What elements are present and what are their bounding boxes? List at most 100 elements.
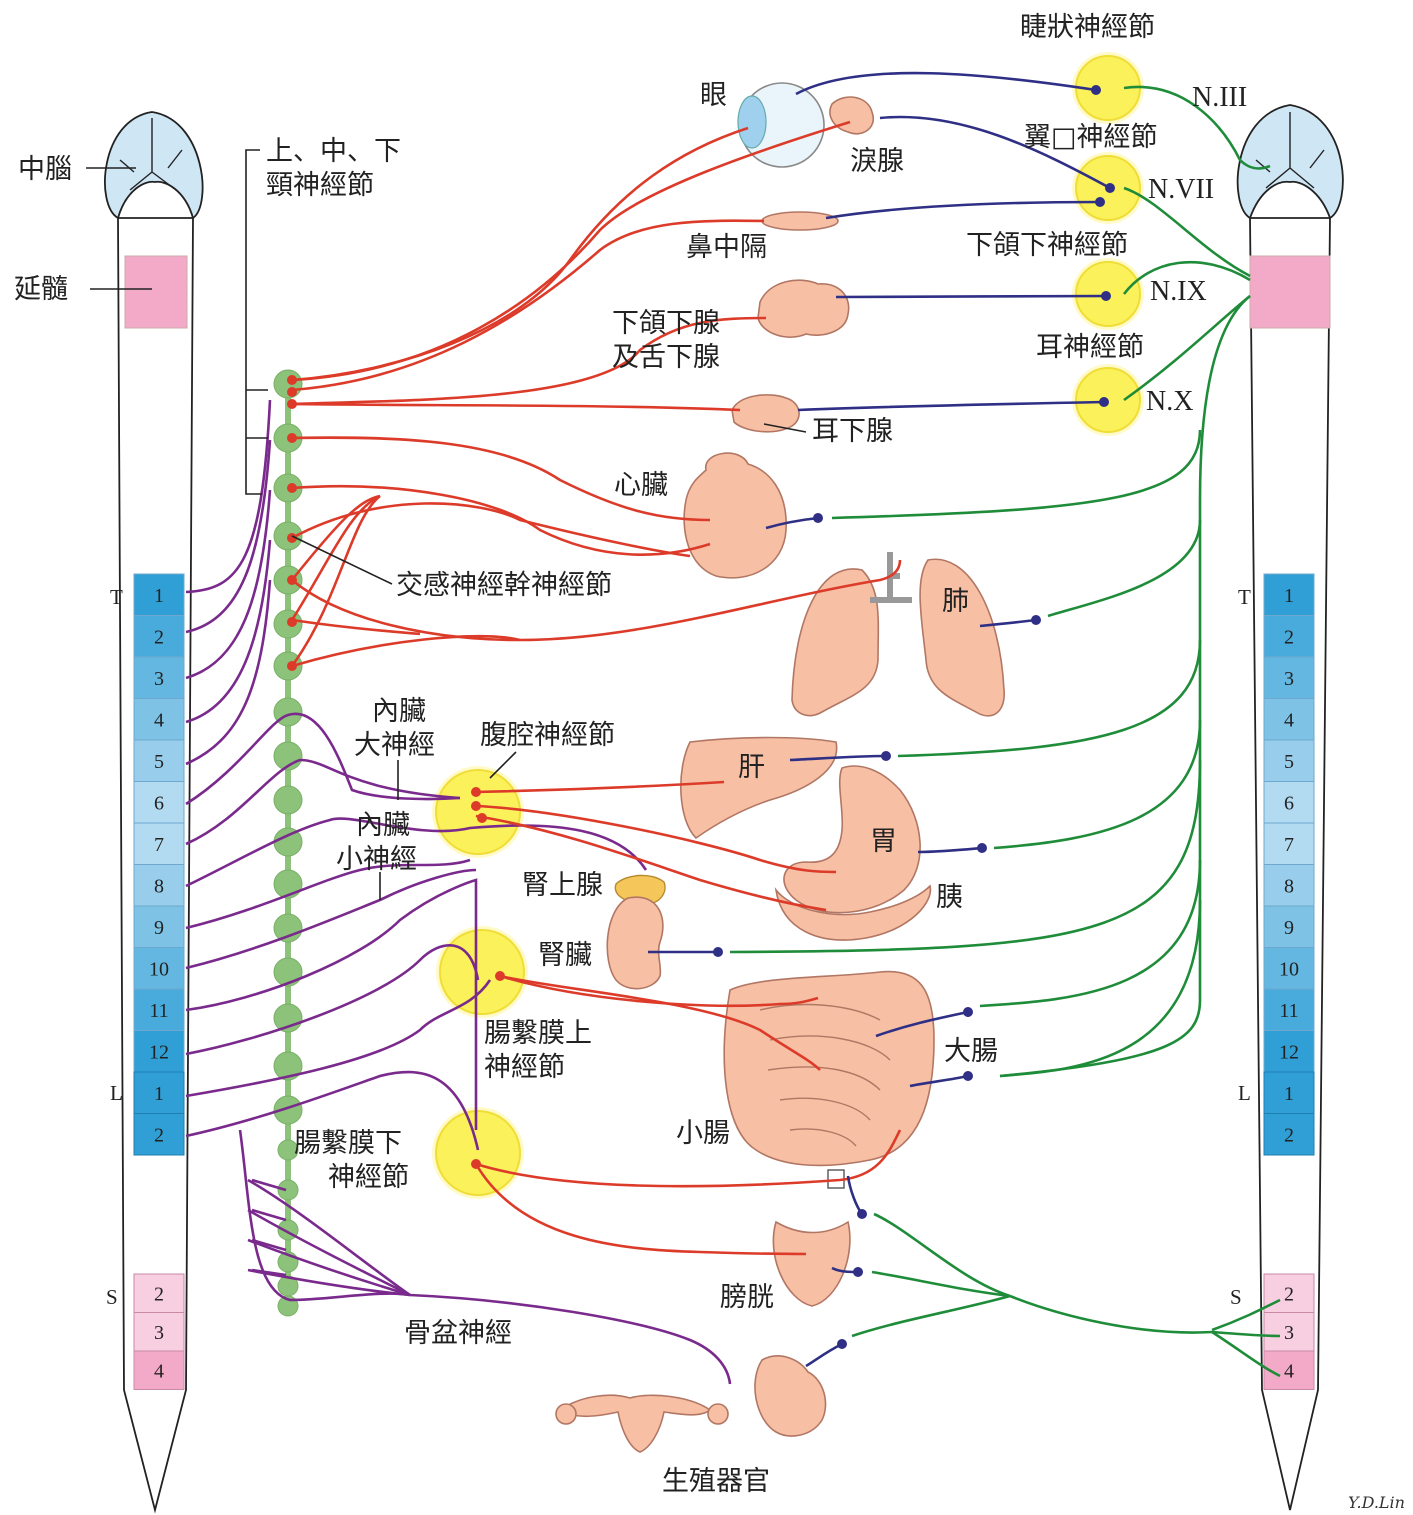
bladder-organ bbox=[773, 1222, 850, 1306]
superior-mesenteric-ganglion bbox=[440, 930, 524, 1014]
right-lumbar-segment-label-2: 2 bbox=[1284, 1124, 1294, 1146]
sympathetic-synapse-9 bbox=[287, 661, 297, 671]
left-sacral-segment-label-4: 4 bbox=[154, 1360, 164, 1382]
submandibular-gland-organ bbox=[758, 280, 849, 337]
right-thoracic-segment-label-1: 1 bbox=[1284, 585, 1294, 607]
right-thoracic-segment-label-8: 8 bbox=[1284, 875, 1294, 897]
heart-organ bbox=[684, 453, 786, 578]
parasympathetic-synapse-9 bbox=[977, 843, 987, 853]
label-cn10: N.X bbox=[1146, 386, 1193, 417]
left-thoracic-segment-label-5: 5 bbox=[154, 751, 164, 773]
right-thoracic-segment-label-3: 3 bbox=[1284, 668, 1294, 690]
left-thoracic-segment-label-3: 3 bbox=[154, 668, 164, 690]
right-thoracic-segment-label-11: 11 bbox=[1279, 1000, 1298, 1022]
sympathetic-chain-ganglion-19 bbox=[278, 1180, 298, 1200]
sympathetic-chain-ganglion-10 bbox=[274, 786, 302, 814]
sympathetic-chain-ganglion-13 bbox=[274, 914, 302, 942]
label-heart: 心臟 bbox=[614, 470, 668, 501]
lung-organ bbox=[792, 552, 1004, 716]
intestine-organ bbox=[724, 972, 934, 1188]
stomach-organ bbox=[784, 766, 920, 913]
label-bladder: 膀胱 bbox=[720, 1282, 774, 1313]
label-cervical-ganglia-2: 頸神經節 bbox=[266, 170, 374, 201]
label-cn3: N.III bbox=[1192, 82, 1247, 113]
left-thoracic-segment-label-4: 4 bbox=[154, 709, 164, 731]
right-sacral-segment-label-3: 3 bbox=[1284, 1322, 1294, 1344]
label-sympathetic-chain-ganglia: 交感神經幹神經節 bbox=[396, 570, 612, 601]
label-kidney: 腎臟 bbox=[538, 940, 592, 971]
label-pterygopalatine-ganglion: 翼□神經節 bbox=[1024, 122, 1158, 153]
right-sacral-segment-label-2: 2 bbox=[1284, 1283, 1294, 1305]
label-superior-mesenteric-2: 神經節 bbox=[484, 1052, 565, 1083]
parotid-gland-organ bbox=[732, 395, 799, 432]
label-right-S: S bbox=[1230, 1285, 1242, 1309]
label-cn9: N.IX bbox=[1150, 276, 1207, 307]
sympathetic-synapse-4 bbox=[287, 433, 297, 443]
sympathetic-synapse-11 bbox=[471, 801, 481, 811]
label-lung: 肺 bbox=[942, 586, 969, 617]
parasympathetic-synapse-3 bbox=[1095, 197, 1105, 207]
label-lesser-splanchnic-2: 小神經 bbox=[336, 844, 417, 875]
label-ciliary-ganglion: 睫狀神經節 bbox=[1020, 12, 1155, 43]
right-thoracic-segment-label-6: 6 bbox=[1284, 792, 1294, 814]
genitals-organ bbox=[556, 1356, 826, 1452]
label-lesser-splanchnic-1: 內臟 bbox=[356, 810, 410, 841]
label-inferior-mesenteric-2: 神經節 bbox=[328, 1162, 409, 1193]
label-submandibular-gland-1: 下頜下腺 bbox=[612, 308, 720, 339]
label-lacrimal-gland: 淚腺 bbox=[850, 146, 904, 177]
right-thoracic-segment-label-2: 2 bbox=[1284, 626, 1294, 648]
parasympathetic-synapse-4 bbox=[1101, 291, 1111, 301]
parasympathetic-synapse-2 bbox=[1105, 183, 1115, 193]
label-celiac-ganglion: 腹腔神經節 bbox=[480, 720, 615, 751]
left-thoracic-segments: 123456789101112 bbox=[134, 574, 184, 1072]
label-inferior-mesenteric-1: 腸繫膜下 bbox=[294, 1128, 402, 1159]
parasympathetic-synapse-6 bbox=[813, 513, 823, 523]
left-thoracic-segment-label-12: 12 bbox=[149, 1041, 169, 1063]
sympathetic-synapse-12 bbox=[477, 813, 487, 823]
right-thoracic-segment-label-7: 7 bbox=[1284, 834, 1294, 856]
label-greater-splanchnic-1: 內臟 bbox=[372, 696, 426, 727]
label-submandibular-gland-2: 及舌下腺 bbox=[612, 342, 720, 373]
left-thoracic-segment-label-11: 11 bbox=[149, 1000, 168, 1022]
label-small-intestine: 小腸 bbox=[676, 1118, 730, 1149]
label-pancreas: 胰 bbox=[936, 882, 963, 913]
right-thoracic-segment-label-10: 10 bbox=[1279, 958, 1299, 980]
left-sacral-segments: 234 bbox=[134, 1274, 184, 1390]
left-medulla bbox=[125, 256, 187, 328]
label-large-intestine: 大腸 bbox=[944, 1036, 998, 1067]
parasympathetic-synapse-10 bbox=[713, 947, 723, 957]
parasympathetic-synapse-7 bbox=[1031, 615, 1041, 625]
label-superior-mesenteric-1: 腸繫膜上 bbox=[484, 1018, 592, 1049]
label-cn7: N.VII bbox=[1148, 174, 1214, 205]
parasympathetic-synapse-13 bbox=[857, 1209, 867, 1219]
label-medulla: 延髓 bbox=[14, 274, 68, 305]
signature: Y.D.Lin bbox=[1348, 1493, 1405, 1512]
left-lumbar-segment-label-2: 2 bbox=[154, 1124, 164, 1146]
inferior-mesenteric-ganglion bbox=[436, 1111, 520, 1195]
parasympathetic-synapse-1 bbox=[1091, 85, 1101, 95]
sympathetic-synapse-2 bbox=[287, 387, 297, 397]
parasympathetic-synapse-15 bbox=[837, 1339, 847, 1349]
label-left-T: T bbox=[110, 585, 123, 609]
left-thoracic-segment-label-6: 6 bbox=[154, 792, 164, 814]
label-submandibular-ganglion: 下頜下神經節 bbox=[966, 230, 1128, 261]
label-liver: 肝 bbox=[738, 752, 765, 783]
left-thoracic-segment-label-10: 10 bbox=[149, 958, 169, 980]
right-thoracic-segment-label-5: 5 bbox=[1284, 751, 1294, 773]
parasympathetic-synapse-11 bbox=[963, 1007, 973, 1017]
left-lumbar-segments: 12 bbox=[134, 1072, 184, 1155]
parasympathetic-synapse-8 bbox=[881, 751, 891, 761]
lacrimal-gland-organ bbox=[830, 97, 873, 134]
left-thoracic-segment-label-2: 2 bbox=[154, 626, 164, 648]
celiac-ganglion bbox=[436, 770, 520, 854]
label-eye: 眼 bbox=[700, 80, 727, 111]
label-right-L: L bbox=[1238, 1081, 1251, 1105]
sympathetic-synapse-7 bbox=[287, 575, 297, 585]
nasal-septum-organ bbox=[762, 212, 838, 230]
sympathetic-trunk bbox=[274, 370, 302, 1316]
right-thoracic-segment-label-9: 9 bbox=[1284, 917, 1294, 939]
label-greater-splanchnic-2: 大神經 bbox=[354, 730, 435, 761]
label-stomach: 胃 bbox=[870, 826, 897, 857]
